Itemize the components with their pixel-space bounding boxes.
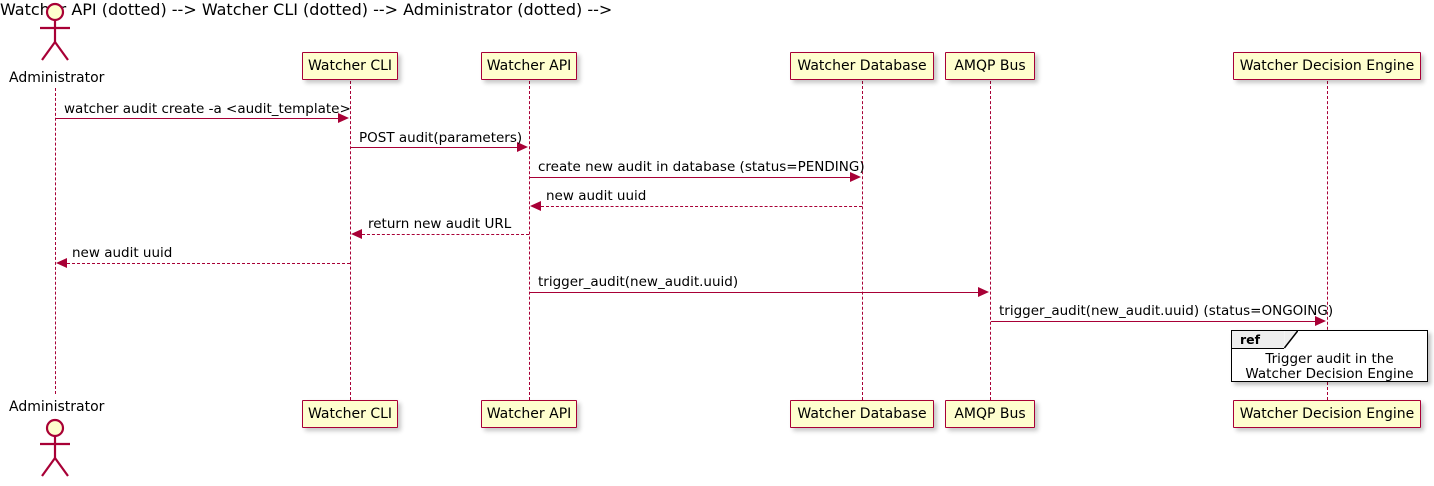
ref-fragment-notch-icon [1284,331,1298,349]
participant-box-watcher-cli-bottom[interactable]: Watcher CLI [302,400,398,428]
lifeline-watcher-cli [350,81,351,400]
actor-administrator-top [31,2,81,68]
participant-box-watcher-decision-engine-bottom[interactable]: Watcher Decision Engine [1233,400,1421,428]
message-line-msg-3 [530,177,851,178]
message-label-msg-1: watcher audit create -a <audit_template> [64,101,351,117]
ref-fragment-tag-label: ref [1240,332,1261,347]
message-label-msg-6: new audit uuid [72,245,173,261]
participant-box-watcher-cli-top[interactable]: Watcher CLI [302,52,398,80]
message-arrowhead-msg-6 [56,258,67,268]
message-line-msg-7 [530,292,979,293]
participant-box-watcher-database-top[interactable]: Watcher Database [790,52,934,80]
message-arrowhead-msg-1 [338,113,349,123]
actor-figure-icon [40,2,70,61]
actor-label-administrator-top: Administrator [9,70,105,86]
message-label-msg-5: return new audit URL [368,216,512,232]
participant-box-amqp-bus-top[interactable]: AMQP Bus [945,52,1035,80]
lifeline-watcher-database [862,81,863,400]
message-arrowhead-msg-3 [850,172,861,182]
actor-figure-icon [40,418,70,477]
participant-box-watcher-api-top[interactable]: Watcher API [481,52,577,80]
lifeline-amqp-bus [990,81,991,400]
participant-box-amqp-bus-bottom[interactable]: AMQP Bus [945,400,1035,428]
ref-fragment-tab: ref [1232,331,1284,349]
actor-label-administrator-bottom: Administrator [9,399,105,415]
message-arrowhead-msg-4 [530,201,541,211]
message-label-msg-4: new audit uuid [546,188,647,204]
lifeline-watcher-api [529,81,530,400]
ref-fragment-line-2: Watcher Decision Engine [1245,366,1414,382]
ref-fragment-line-1: Trigger audit in the [1265,351,1394,367]
ref-fragment-box[interactable]: ref Trigger audit in the Watcher Decisio… [1231,330,1428,382]
message-line-msg-2 [351,147,518,148]
participant-box-watcher-api-bottom[interactable]: Watcher API [481,400,577,428]
message-arrowhead-msg-5 [351,229,362,239]
lifeline-watcher-decision-engine [1327,81,1328,400]
message-label-msg-2: POST audit(parameters) [359,130,523,146]
actor-administrator-bottom [31,418,81,484]
message-line-msg-6 [67,263,350,264]
message-arrowhead-msg-8 [1315,316,1326,326]
message-line-msg-5 [362,234,529,235]
participant-box-watcher-database-bottom[interactable]: Watcher Database [790,400,934,428]
participant-box-watcher-decision-engine-top[interactable]: Watcher Decision Engine [1233,52,1421,80]
message-line-msg-1 [56,118,339,119]
message-arrowhead-msg-2 [517,142,528,152]
message-label-msg-3: create new audit in database (status=PEN… [538,159,865,175]
message-line-msg-4 [541,206,862,207]
message-label-msg-8: trigger_audit(new_audit.uuid) (status=ON… [999,303,1334,319]
message-label-msg-7: trigger_audit(new_audit.uuid) [538,274,739,290]
message-arrowhead-msg-7 [978,287,989,297]
lifeline-administrator [55,88,56,394]
message-line-msg-8 [991,321,1316,322]
ref-fragment-body: Trigger audit in the Watcher Decision En… [1232,351,1427,382]
